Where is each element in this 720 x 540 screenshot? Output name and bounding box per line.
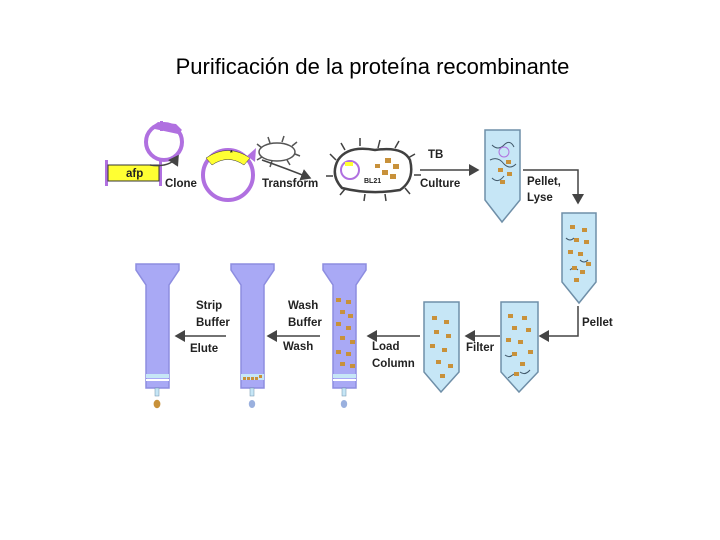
plasmid-icon (144, 121, 184, 162)
afp-gene: afp (105, 160, 162, 186)
bl21-cell-icon: BL21 (326, 138, 421, 202)
pellet-lyse-label-1: Pellet, (527, 176, 561, 188)
filtered-tube (423, 301, 460, 394)
bacterium-small-icon (256, 135, 301, 168)
strip-buffer-label: Buffer (196, 317, 230, 329)
wash-buffer-label-1: Wash (288, 300, 318, 312)
strip-label: Strip (196, 300, 222, 312)
bl21-label: BL21 (364, 178, 381, 185)
column-label: Column (372, 358, 415, 370)
wash-label: Wash (283, 341, 313, 353)
filter-label: Filter (466, 342, 495, 354)
pellet-lyse-label-2: Lyse (527, 192, 553, 204)
pellet-label: Pellet (582, 317, 613, 329)
recombinant-plasmid-icon: * (201, 148, 256, 202)
load-label: Load (372, 341, 399, 353)
elute-label: Elute (190, 343, 218, 355)
culture-label: Culture (420, 178, 460, 190)
column-loaded (322, 263, 367, 408)
supernatant-tube (500, 301, 539, 394)
culture-tube (484, 129, 521, 224)
afp-label: afp (126, 168, 143, 180)
transform-label: Transform (262, 178, 318, 190)
tb-label: TB (428, 149, 443, 161)
clone-label: Clone (165, 178, 197, 190)
wash-buffer-label-2: Buffer (288, 317, 322, 329)
column-washed (230, 263, 275, 408)
slide-title: Purificación de la proteína recombinante (175, 54, 570, 79)
column-eluted (135, 263, 180, 409)
lysate-tube (561, 212, 597, 305)
svg-text:*: * (230, 150, 233, 157)
